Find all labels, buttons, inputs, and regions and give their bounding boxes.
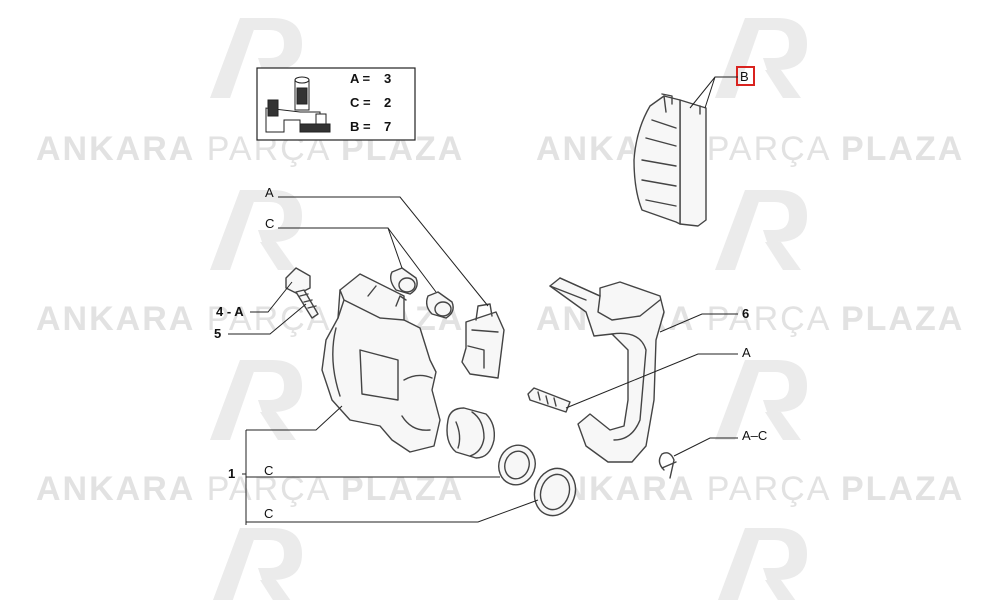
watermark-text: ANKARA PARÇA PLAZA ANKARA PARÇA PLAZA AN… xyxy=(36,130,964,508)
ap-logo-icon xyxy=(715,18,807,98)
pad-retaining-clip: A xyxy=(265,185,505,379)
highlight-box xyxy=(736,66,755,86)
callout-clip: A–C xyxy=(742,428,767,443)
callout-bleed-cap: 5 xyxy=(214,326,221,341)
legend-row: B =7 xyxy=(350,119,391,134)
callout-caliper: 1 xyxy=(228,466,235,481)
callout-carrier-c: C xyxy=(265,216,274,231)
guide-bushings: C xyxy=(265,216,454,319)
legend-row: A =3 xyxy=(350,71,391,86)
legend-row: C =2 xyxy=(350,95,391,110)
legend-box: A =3 C =2 B =7 xyxy=(256,67,416,141)
brake-pad-set: B xyxy=(633,66,755,227)
callout-seal-c2: C xyxy=(264,506,273,521)
watermark-row: ANKARA PARÇA PLAZA xyxy=(536,470,964,508)
callout-pad-set: B xyxy=(740,69,749,84)
callout-seal-c1: C xyxy=(264,463,273,478)
caliper-bracket: 6 xyxy=(549,277,749,463)
bleed-screw: 4 - A 5 xyxy=(214,267,319,341)
ap-logo-icon xyxy=(210,190,302,270)
callout-bracket: 6 xyxy=(742,306,749,321)
ap-logo-icon xyxy=(210,360,302,440)
retaining-clip: A–C xyxy=(658,428,767,479)
callout-carrier-a: A xyxy=(265,185,274,200)
watermark-row: ANKARA PARÇA PLAZA xyxy=(536,300,964,338)
caliper-body: 1 xyxy=(228,273,441,525)
caliper-piston xyxy=(446,407,496,459)
watermark-row: ANKARA PARÇA PLAZA xyxy=(536,130,964,168)
ap-logo-icon xyxy=(715,190,807,270)
ap-logo-icon xyxy=(210,528,302,600)
ap-logo-icon xyxy=(715,528,807,600)
caliper-seals: C C xyxy=(246,444,577,523)
watermark-row: ANKARA PARÇA PLAZA xyxy=(36,470,464,508)
guide-bolt: A xyxy=(527,345,751,413)
tools-icon xyxy=(265,76,331,133)
callout-bleed-screw: 4 - A xyxy=(216,304,244,319)
callout-guide-bolt: A xyxy=(742,345,751,360)
